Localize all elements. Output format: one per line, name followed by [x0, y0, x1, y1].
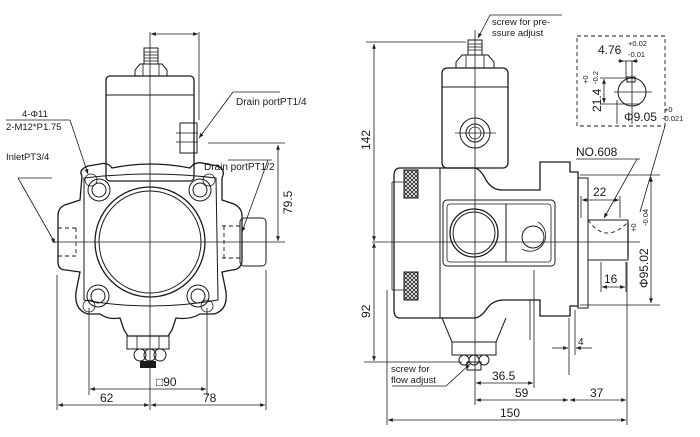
dim-150: 150 [500, 406, 520, 420]
bolt-bottom-left [82, 284, 110, 313]
bolt-top-left [84, 173, 111, 202]
label-pressure-screw-1: screw for pre- [492, 17, 550, 28]
detail-key-width-tol-lower: -0.01 [628, 50, 645, 59]
dim-pilot-tol-upper: +0 [629, 223, 638, 232]
detail-key-height-tol-upper: +0 [581, 75, 590, 84]
label-flow-screw-1: screw for [391, 364, 430, 375]
detail-key-width-tol-upper: +0.02 [628, 39, 647, 48]
dim-phi-95-02: Φ95.02 [637, 248, 651, 288]
detail-key-width: 4.76 [598, 43, 622, 57]
label-key-no: NO.608 [576, 145, 618, 159]
label-pressure-screw-2: ssure adjust [492, 28, 544, 39]
label-drain-port-top: Drain portPT1/4 [236, 97, 307, 108]
dim-37: 37 [590, 386, 604, 400]
detail-key-height-tol-lower: -0.2 [591, 71, 600, 84]
dim-16: 16 [604, 272, 618, 286]
dim-78: 78 [203, 391, 217, 405]
dim-59: 59 [515, 386, 529, 400]
front-view: 79.5 4-Φ11 2-M12*P1.75 InletPT3/4 Drain … [6, 32, 307, 410]
dim-62: 62 [100, 391, 114, 405]
detail-shaft-tol-lower: -0.021 [662, 114, 683, 123]
dim-pilot-tol-lower: -0.04 [641, 209, 650, 226]
dim-36-5: 36.5 [492, 369, 516, 383]
label-inlet: InletPT3/4 [6, 152, 49, 163]
compensator-body [105, 47, 198, 182]
label-bolt-holes: 4-Φ11 [22, 109, 48, 120]
detail-shaft-tol-upper: +0 [664, 105, 673, 114]
detail-shaft-diameter: Φ9.05 [624, 110, 657, 124]
side-housing [391, 161, 629, 371]
dim-142: 142 [359, 130, 373, 150]
dim-4: 4 [578, 337, 584, 348]
label-bolt-thread: 2-M12*P1.75 [6, 122, 61, 133]
dim-79-5: 79.5 [281, 190, 295, 214]
bolt-top-right [188, 173, 216, 202]
detail-key-height: 21.4 [590, 88, 604, 112]
side-view: 142 92 screw for pre- ssure adjust screw… [359, 14, 683, 425]
label-drain-port-side: Drain portPT1/2 [204, 162, 275, 173]
dim-22: 22 [593, 185, 607, 199]
shaft-detail: 4.76 +0.02 -0.01 21.4 +0 -0.2 Φ9.05 +0 -… [576, 35, 683, 213]
bolt-bottom-right [186, 284, 214, 313]
dim-92: 92 [359, 304, 373, 318]
label-flow-screw-2: flow adjust [391, 375, 436, 386]
dim-square-90: □90 [156, 375, 177, 389]
